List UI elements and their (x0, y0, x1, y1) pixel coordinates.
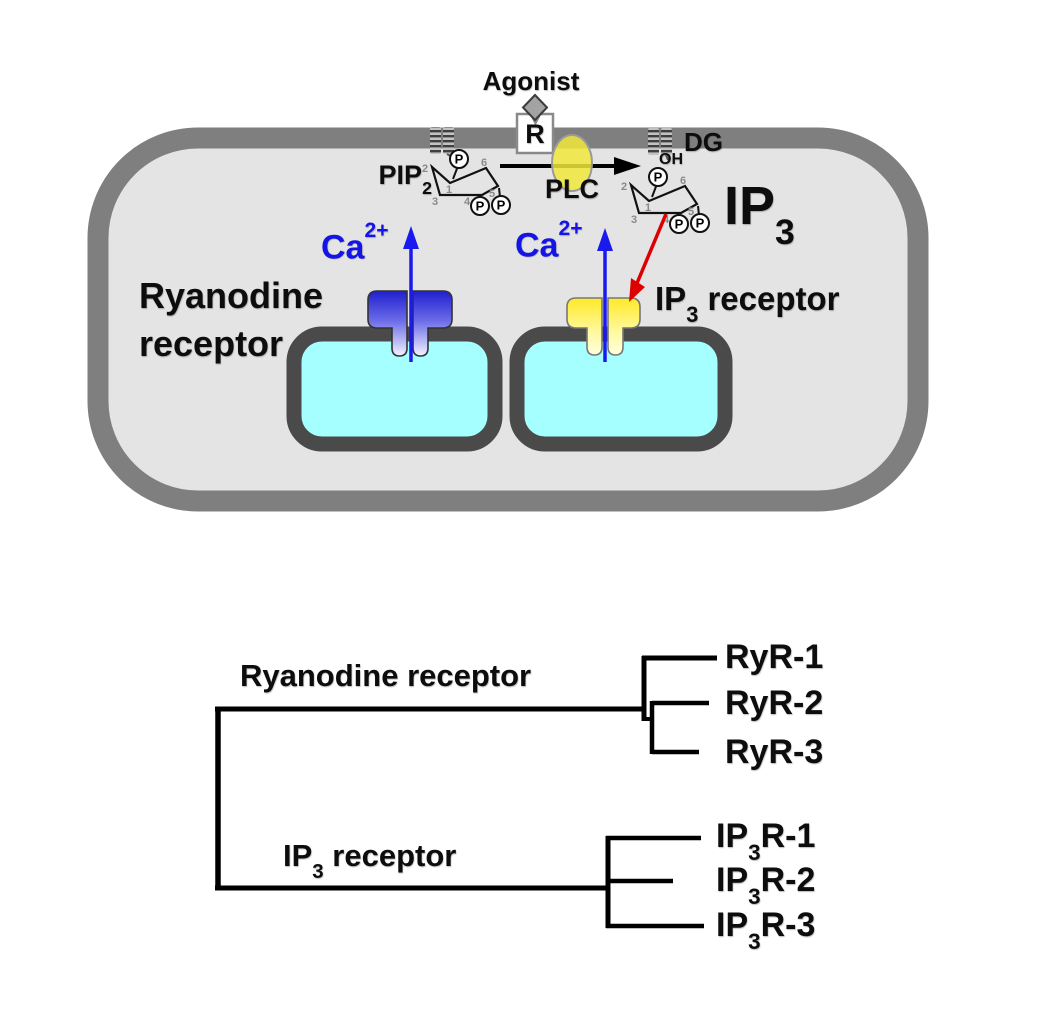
oh-label: OH (659, 151, 683, 168)
ip3-red-arrow (629, 213, 668, 302)
ring-number: 5 (688, 206, 694, 218)
ring-number: 4 (663, 214, 670, 226)
phosphate-p: P (455, 152, 464, 167)
phosphate-p: P (497, 198, 506, 213)
tree-tip-ryr1: RyR-1 (725, 638, 824, 676)
ca-arrow-left (403, 226, 419, 362)
ring-number: 1 (645, 202, 651, 214)
ring-number: 2 (621, 181, 627, 193)
receptor-r-label: R (525, 119, 545, 149)
tree-tip-ryr2: RyR-2 (725, 684, 824, 722)
ring-number: 6 (481, 157, 487, 169)
ip3-molecule: P P P 2 1 3 4 5 6 (621, 167, 710, 234)
tree-tip-ip3r2: IP3R-2 (716, 861, 816, 909)
ca-label-left: Ca2+ (321, 219, 389, 267)
ip3-label: IP3 (724, 176, 795, 252)
tree-ryr-clade-label: Ryanodine receptor (240, 658, 532, 693)
pip2-molecule: P P P 2 1 3 4 5 6 (422, 149, 511, 216)
ring-number: 4 (464, 196, 471, 208)
phosphate-p: P (696, 216, 705, 231)
ring-number: 3 (432, 196, 438, 208)
dg-label: DG (684, 127, 723, 157)
ryanodine-receptor-label: Ryanodine receptor (139, 275, 324, 364)
ring-number: 6 (680, 175, 686, 187)
ring-number: 1 (446, 184, 452, 196)
phosphate-p: P (675, 217, 684, 232)
ring-number: 3 (631, 214, 637, 226)
phosphate-p: P (654, 170, 663, 185)
pip2-label: PIP2 (378, 160, 432, 199)
ip3-receptor-label: IP3 receptor (655, 280, 840, 328)
dg-membrane-anchor-icon (648, 128, 672, 161)
phosphate-p: P (476, 199, 485, 214)
ca-label-right: Ca2+ (515, 217, 583, 265)
ca-arrow-right (597, 228, 613, 362)
pip2-membrane-anchor-icon (430, 127, 457, 160)
tree-tip-ip3r3: IP3R-3 (716, 906, 816, 954)
phylo-tree (215, 655, 717, 929)
ip3-receptor-shape (566, 297, 641, 356)
ring-number: 5 (489, 188, 495, 200)
agonist-diamond-icon (521, 93, 549, 122)
plc-ellipse (551, 134, 593, 192)
tree-ip3r-clade-label: IP3 receptor (283, 838, 457, 883)
tree-tip-ip3r1: IP3R-1 (716, 817, 816, 865)
agonist-label: Agonist (482, 66, 580, 96)
ring-number: 2 (422, 163, 428, 175)
tree-tip-ryr3: RyR-3 (725, 733, 824, 771)
plc-label: PLC (545, 174, 599, 204)
ryanodine-receptor-shape (367, 290, 453, 357)
